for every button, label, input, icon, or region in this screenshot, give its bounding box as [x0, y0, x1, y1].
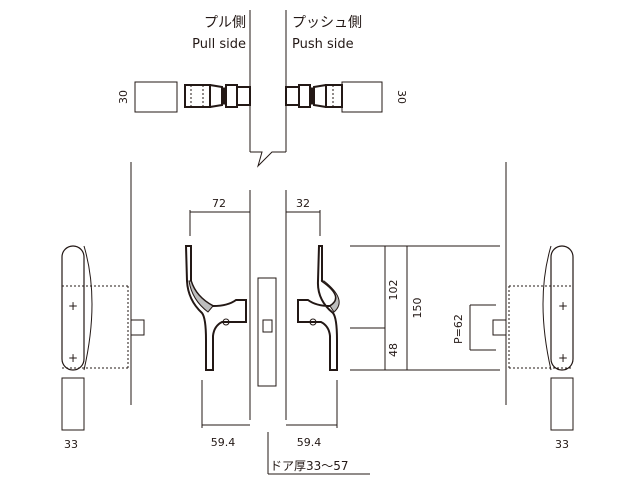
pull-side-label-en: Pull side — [192, 37, 246, 52]
push-handle-width-dim: 32 — [296, 197, 310, 210]
top-left-height-dim: 30 — [117, 90, 130, 104]
center-section-view: 72 32 59.4 59.4 ドア厚33～57 — [184, 190, 370, 475]
push-side-label-jp: プッシュ側 — [292, 15, 362, 31]
push-projection-dim: 59.4 — [297, 436, 322, 449]
vertical-dimensions: 102 150 48 P=62 — [350, 245, 500, 371]
pull-projection-dim: 59.4 — [211, 436, 236, 449]
pitch-dim: P=62 — [452, 314, 465, 344]
push-side-label-en: Push side — [292, 37, 354, 52]
left-plate-width-dim: 33 — [64, 438, 78, 451]
pull-handle-width-dim: 72 — [212, 197, 226, 210]
svg-text:+: + — [558, 351, 568, 365]
svg-text:+: + — [558, 299, 568, 313]
svg-text:+: + — [68, 299, 78, 313]
dim-102: 102 — [387, 280, 400, 301]
right-plate-width-dim: 33 — [555, 438, 569, 451]
pull-side-label-jp: プル側 — [204, 15, 246, 31]
left-end-view: + + 33 — [61, 162, 145, 451]
dim-150: 150 — [411, 298, 424, 319]
svg-text:+: + — [68, 351, 78, 365]
top-view: 30 30 プル側 Pull side プッシュ側 Push side — [117, 10, 408, 168]
dim-48: 48 — [387, 343, 400, 357]
top-right-height-dim: 30 — [395, 90, 408, 104]
right-end-view: + + 33 — [492, 162, 574, 451]
door-thickness-label: ドア厚33～57 — [270, 459, 349, 473]
